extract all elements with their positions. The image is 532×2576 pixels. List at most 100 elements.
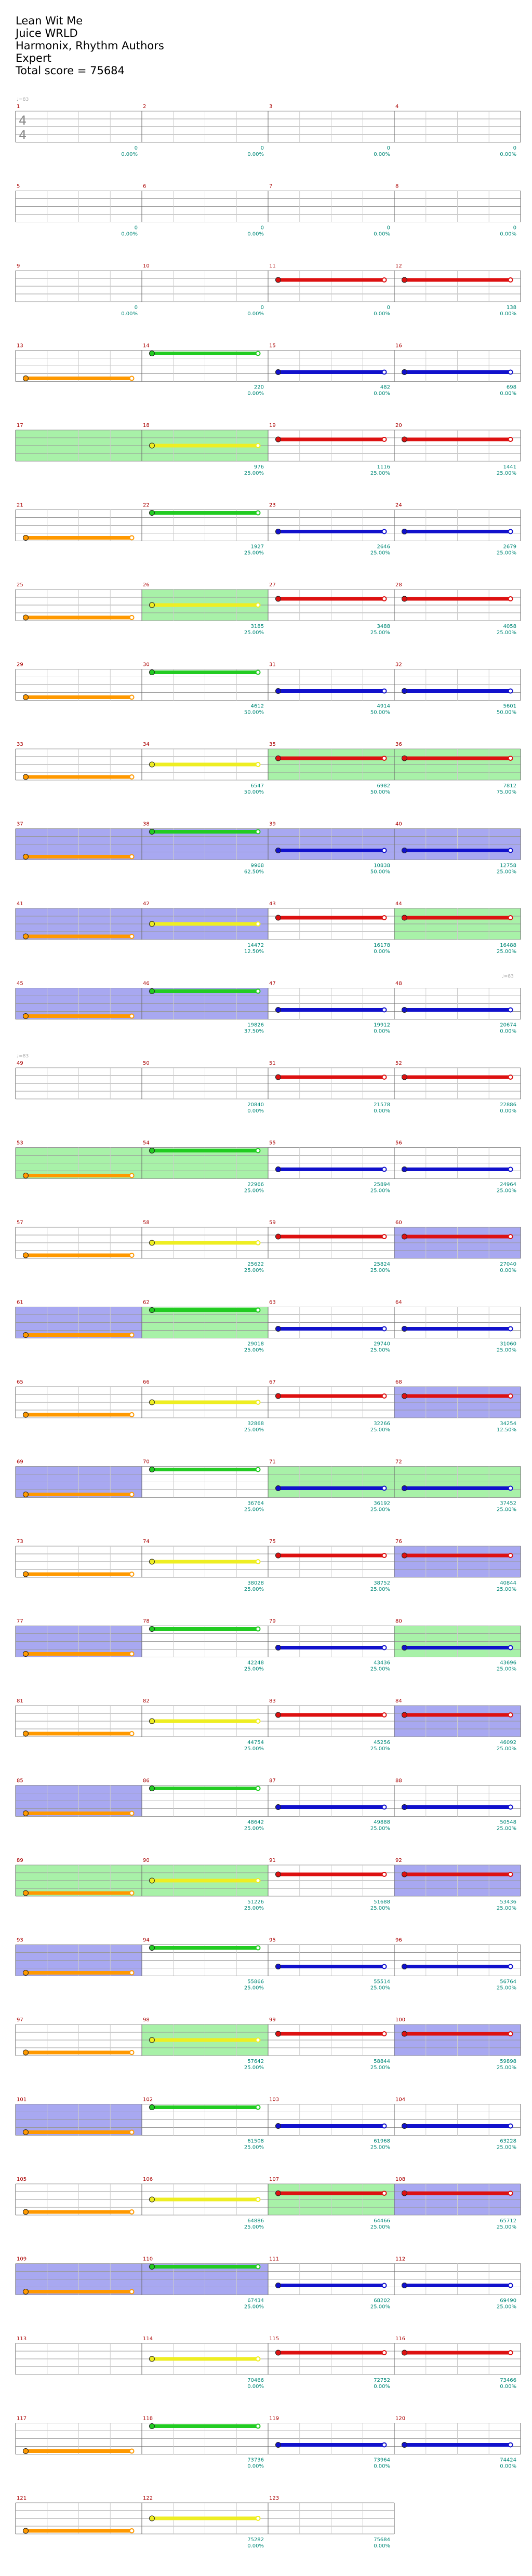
measure-number: 60 [395, 1220, 402, 1226]
measure-percent: 0.00% [374, 391, 390, 397]
measure-score: 4058 [503, 624, 516, 629]
note-gem [22, 1412, 29, 1418]
measure-percent: 25.00% [370, 551, 390, 556]
measure [141, 988, 268, 1019]
measure-number: 42 [143, 901, 150, 907]
staff-row [15, 589, 521, 621]
note-gem [149, 988, 155, 994]
measure-number: 104 [395, 2097, 405, 2103]
measure-number: 123 [269, 2496, 279, 2501]
note-gem [129, 615, 135, 620]
measure-percent: 0.00% [374, 949, 390, 955]
note-gem [129, 2448, 135, 2454]
measure-number: 102 [143, 2097, 153, 2103]
measure-score: 73964 [374, 2458, 390, 2463]
measure [394, 589, 521, 621]
measure [394, 1864, 521, 1897]
note-gem [149, 1467, 155, 1472]
measure-score: 22886 [500, 1102, 516, 1108]
measure [141, 2183, 268, 2216]
note-gem [381, 1872, 387, 1877]
measure [15, 1944, 142, 1976]
note-gem [381, 2283, 387, 2288]
measure-percent: 12.50% [244, 949, 264, 955]
measure-score: 51688 [374, 1899, 390, 1905]
measure [141, 748, 268, 781]
measure-percent: 75.00% [497, 789, 516, 795]
measure-percent: 50.00% [497, 710, 516, 716]
measure-number: 52 [395, 1061, 402, 1066]
note-gem [275, 2031, 281, 2037]
measure-percent: 50.00% [370, 789, 390, 795]
measure [141, 2104, 268, 2136]
measure-percent: 0.00% [500, 391, 516, 397]
note-gem [508, 529, 513, 534]
measure [394, 111, 521, 143]
measure [15, 828, 142, 860]
note-gem [129, 1412, 135, 1417]
note-gem [275, 688, 281, 694]
measure-number: 95 [269, 1938, 276, 1943]
measure-score: 20840 [247, 1102, 264, 1108]
measure-score: 32868 [247, 1421, 264, 1427]
measure-score: 55514 [374, 1979, 390, 1985]
measure-percent: 25.00% [370, 1746, 390, 1752]
note-gem [149, 1626, 155, 1632]
song-artist: Juice WRLD [16, 27, 78, 39]
measure-number: 15 [269, 343, 276, 349]
measure-number: 46 [143, 981, 150, 987]
note-gem [381, 1645, 387, 1651]
measure-number: 78 [143, 1619, 150, 1625]
measure [268, 1626, 394, 1657]
measure [268, 191, 394, 222]
measure-percent: 0.00% [247, 232, 264, 237]
note-gem [401, 688, 407, 694]
measure-number: 20 [395, 423, 402, 428]
note-gem [149, 2515, 155, 2521]
measure-percent: 25.00% [244, 1826, 264, 1832]
note-gem [129, 2209, 135, 2215]
measure-number: 114 [143, 2336, 153, 2342]
measure-percent: 0.00% [500, 1108, 516, 1114]
note-gem [255, 443, 261, 448]
note-gem [255, 2197, 261, 2202]
note-gem [508, 2283, 513, 2288]
measure [15, 669, 142, 701]
measure-score: 16178 [374, 943, 390, 948]
note-gem [508, 596, 513, 601]
note-gem [508, 1553, 513, 1558]
measure [394, 748, 521, 781]
measure-percent: 25.00% [497, 1906, 516, 1911]
staff-row [15, 748, 521, 781]
measure-percent: 0.00% [374, 311, 390, 317]
note-gem [508, 437, 513, 442]
measure-percent: 0.00% [374, 232, 390, 237]
note-gem [129, 1731, 135, 1736]
measure-score: 75684 [374, 2537, 390, 2543]
note-gem [255, 2356, 261, 2362]
measure-number: 33 [17, 742, 23, 747]
staff-row [15, 908, 521, 940]
note-gem [508, 2350, 513, 2355]
note-gem [255, 921, 261, 927]
measure [394, 2263, 521, 2295]
measure-score: 0 [387, 305, 390, 311]
note-gem [401, 1393, 407, 1399]
note-gem [22, 2528, 29, 2534]
song-difficulty: Expert [16, 52, 51, 64]
measure-number: 98 [143, 2017, 150, 2023]
measure-number: 45 [17, 981, 23, 987]
measure-percent: 37.50% [244, 1029, 264, 1035]
note-gem [381, 369, 387, 375]
measure-score: 2679 [503, 544, 516, 550]
measure-number: 69 [17, 1459, 23, 1465]
note-gem [508, 1804, 513, 1810]
measure-number: 71 [269, 1459, 276, 1465]
measure [394, 2104, 521, 2136]
note-gem [129, 774, 135, 780]
measure-percent: 0.00% [500, 1029, 516, 1035]
staff-row [15, 1386, 521, 1418]
note-gem [508, 1234, 513, 1239]
measure-percent: 25.00% [497, 1188, 516, 1194]
measure-score: 7812 [503, 783, 516, 789]
